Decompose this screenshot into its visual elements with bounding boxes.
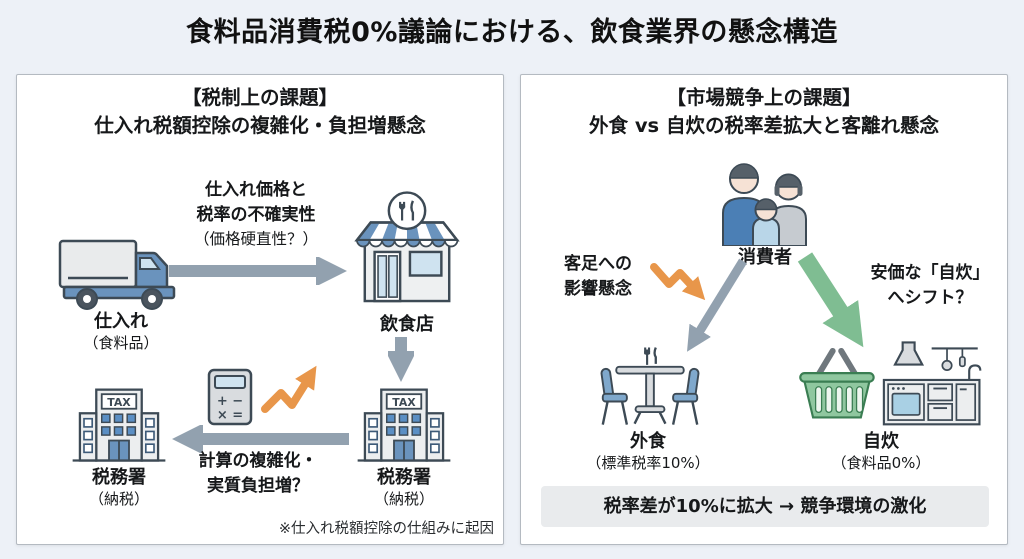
customer-loss-line1: 客足への [564,254,632,274]
right-panel-header: 【市場競争上の課題】 外食 vs 自炊の税率差拡大と客離れ懸念 [521,84,1007,140]
selfcook-label: 自炊 （食料品0%） [801,430,961,474]
restaurant-label-main: 飲食店 [380,314,434,335]
supply-to-restaurant-arrow [169,257,347,285]
tax-issue-panel: 【税制上の課題】 仕入れ税額控除の複雑化・負担増懸念 仕入れ価格と 税率の不確実… [16,74,504,545]
right-panel-header-line2: 外食 vs 自炊の税率差拡大と客離れ懸念 [589,114,939,137]
restaurant-to-tax-arrow [388,337,414,382]
tax-office-label-left: 税務署 （納税） [59,466,179,510]
left-panel-header-line2: 仕入れ税額控除の複雑化・負担増懸念 [94,114,426,137]
left-panel-header-line1: 【税制上の課題】 [181,86,338,109]
consumer-label-main: 消費者 [738,247,792,268]
dineout-label-sub: （標準税率10%） [586,454,710,472]
tax-office-label-right: 税務署 （納税） [344,466,464,510]
dining-table-icon [600,347,700,425]
calculation-burden-line1: 計算の複雑化・ [198,451,318,471]
tax-sign-text-left: TAX [107,396,131,409]
tax-office-label-right-main: 税務署 [377,467,431,488]
customer-loss-concern-note: 客足への 影響懸念 [539,252,657,302]
purchase-price-note-line2: 税率の不確実性 [196,205,316,225]
consumer-family-icon [722,163,807,246]
page-title: 食料品消費税0%議論における、飲食業界の懸念構造 [186,17,838,48]
tax-to-tax-arrow [172,425,349,453]
calculator-row1: + − [217,394,243,409]
right-panel-header-line1: 【市場競争上の課題】 [666,86,862,109]
dineout-label-main: 外食 [630,431,666,452]
calculator-icon: + − × = [207,368,253,426]
consumer-to-selfcook-arrow [797,252,864,348]
calculation-burden-note: 計算の複雑化・ 実質負担増？ [163,449,353,499]
shift-to-selfcook-note: 安価な「自炊」 へシフト？ [853,261,1007,311]
restaurant-label: 飲食店 [347,313,467,336]
calculation-burden-line2: 実質負担増？ [207,476,309,496]
decline-zigzag-arrow-icon [650,263,706,301]
shift-to-selfcook-line1: 安価な「自炊」 [870,263,990,283]
delivery-truck-icon [58,239,176,310]
tax-gap-banner: 税率差が10%に拡大 → 競争環境の激化 [541,486,989,527]
consumer-label: 消費者 [704,246,826,269]
dineout-label: 外食 （標準税率10%） [563,430,733,474]
tax-office-icon-left: TAX [72,388,166,462]
tax-office-label-left-sub: （納税） [88,490,149,508]
shopping-basket-icon [799,347,875,419]
selfcook-label-sub: （食料品0%） [831,454,931,472]
calculator-row2: × = [217,408,243,423]
supply-label: 仕入れ （食料品） [41,310,201,354]
tax-office-icon-right: TAX [357,388,451,462]
tax-office-label-right-sub: （納税） [373,490,434,508]
purchase-price-note-line3: （価格硬直性？） [193,230,318,248]
shift-to-selfcook-line2: へシフト？ [887,288,973,308]
left-panel-header: 【税制上の課題】 仕入れ税額控除の複雑化・負担増懸念 [17,84,503,140]
increase-zigzag-arrow-icon [261,365,317,413]
tax-sign-text-right: TAX [392,396,416,409]
purchase-price-note: 仕入れ価格と 税率の不確実性 （価格硬直性？） [153,178,359,251]
tax-office-label-left-main: 税務署 [92,467,146,488]
kitchen-icon [882,341,982,426]
supply-label-sub: （食料品） [83,334,159,352]
consumer-to-dineout-arrow [687,258,747,352]
market-competition-panel: 【市場競争上の課題】 外食 vs 自炊の税率差拡大と客離れ懸念 消費者 客足への… [520,74,1008,545]
supply-label-main: 仕入れ [94,311,148,332]
selfcook-basket-kitchen-icon [799,341,982,426]
purchase-price-note-line1: 仕入れ価格と [205,180,307,200]
selfcook-label-main: 自炊 [863,431,899,452]
restaurant-icon [354,191,460,303]
customer-loss-line2: 影響懸念 [564,279,632,299]
left-panel-footnote: ※仕入れ税額控除の仕組みに起因 [278,521,494,537]
